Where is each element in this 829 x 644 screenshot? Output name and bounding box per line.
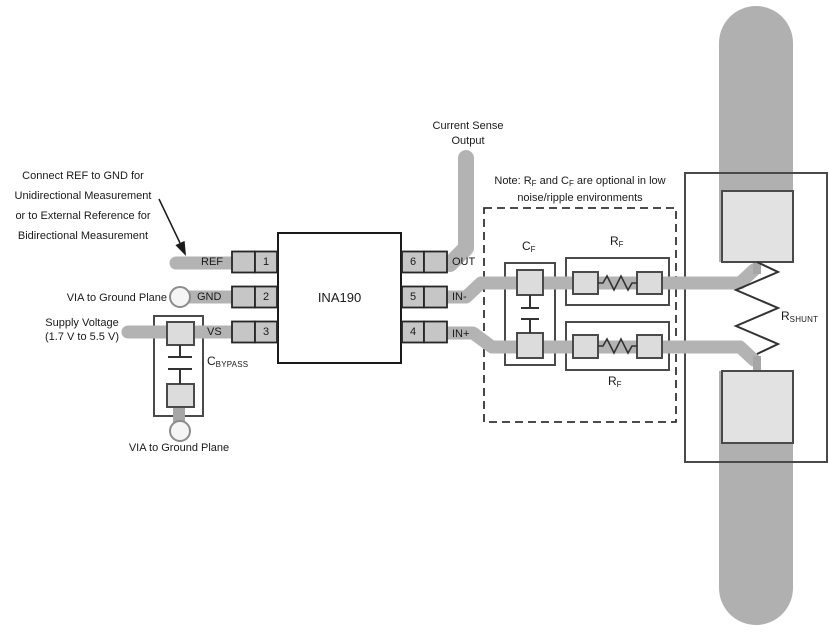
filter-note-line1: Note: RF and CF are optional in low	[494, 175, 666, 188]
pin-number-3: 3	[262, 326, 270, 338]
cf-bottom-pad	[516, 332, 544, 359]
via-top-label: VIA to Ground Plane	[66, 292, 167, 304]
cbypass-bottom-pad	[166, 383, 195, 408]
rf-bottom-label: RF	[608, 374, 622, 389]
supply-label: Supply Voltage (1.7 V to 5.5 V)	[45, 317, 119, 343]
rf-bottom-resistor-symbol	[598, 337, 637, 355]
cbypass-top-pad	[166, 321, 195, 346]
in-plus-trace	[438, 326, 761, 367]
pin-pad-box	[231, 285, 256, 309]
pin-pad-box	[231, 250, 256, 274]
pin-label-gnd: GND	[197, 291, 222, 303]
pin-number-4: 4	[409, 326, 417, 338]
rshunt-bottom-pad	[721, 370, 794, 444]
current-sense-output-label: Current Sense Output	[432, 120, 504, 147]
rf-bottom-right-pad	[636, 334, 663, 359]
pin-number-1: 1	[262, 256, 270, 268]
rf-top-right-pad	[636, 271, 663, 295]
filter-dashed-box	[483, 207, 677, 423]
pin-number-2: 2	[262, 291, 270, 303]
pin-number-box	[254, 250, 278, 274]
ref-annotation-arrow-line	[158, 198, 181, 244]
bypass-via-circle	[169, 420, 191, 442]
pin-label-vs: VS	[207, 326, 222, 338]
rshunt-resistor-symbol	[733, 261, 781, 355]
cf-top-pad	[516, 269, 544, 296]
out-trace	[442, 150, 474, 272]
cbypass-label-sub: BYPASS	[215, 360, 249, 369]
in-minus-trace	[438, 263, 761, 304]
filter-note: Note: RF and CF are optional in low nois…	[478, 174, 682, 206]
cf-label: CF	[522, 239, 536, 254]
ic-body	[277, 232, 402, 364]
rf-top-resistor-symbol	[598, 274, 637, 292]
pin-label-in-minus: IN-	[452, 291, 467, 303]
rshunt-top-pad	[721, 190, 794, 263]
cf-capacitor-symbol	[521, 295, 539, 333]
filter-note-line2: noise/ripple environments	[517, 192, 643, 204]
pin-pad-box	[423, 285, 448, 309]
rf-top-label: RF	[610, 234, 624, 249]
rshunt-label: RSHUNT	[781, 309, 819, 324]
pin-pad-box	[231, 320, 256, 344]
ic-label: INA190	[317, 290, 362, 305]
cbypass-label-main: C	[207, 354, 216, 368]
pin-number-6: 6	[409, 256, 417, 268]
ref-annotation: Connect REF to GND for Unidirectional Me…	[14, 170, 152, 242]
gnd-via-circle	[169, 286, 191, 308]
pin-label-out: OUT	[452, 256, 476, 268]
pin-label-in-plus: IN+	[452, 328, 470, 340]
pin-pad-box	[423, 250, 448, 274]
cbypass-capacitor-symbol	[168, 345, 192, 384]
pin-number-box	[254, 285, 278, 309]
pin-pad-box	[423, 320, 448, 344]
rf-bottom-left-pad	[572, 334, 599, 359]
ref-annotation-arrowhead	[175, 240, 186, 256]
rshunt-outline-box	[684, 172, 828, 463]
via-bottom-label: VIA to Ground Plane	[128, 442, 230, 454]
pin-number-box	[254, 320, 278, 344]
rf-top-left-pad	[572, 271, 599, 295]
cbypass-label: CBYPASS	[207, 354, 248, 369]
pin-label-ref: REF	[201, 256, 223, 268]
pin-number-5: 5	[409, 291, 417, 303]
